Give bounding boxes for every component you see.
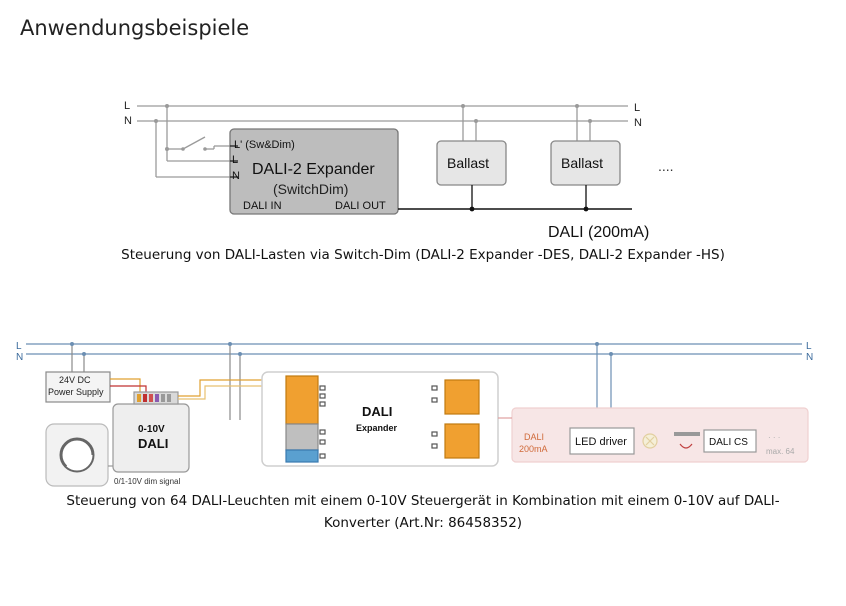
dali-load-area [511, 407, 809, 463]
terminal-lsw-label: L' (Sw&Dim) [234, 139, 295, 151]
diagram-0-10v: L N L N 24V DC Power Supply [16, 341, 813, 487]
terminal-l-label: L [232, 154, 238, 166]
bus2-label-n-right: N [806, 352, 813, 363]
dali-bus-label: DALI (200mA) [548, 224, 649, 241]
expander-subtitle: (SwitchDim) [273, 181, 348, 197]
page-heading: Anwendungsbeispiele [20, 16, 250, 40]
power-supply-label-1: 24V DC [59, 375, 91, 385]
terminal-n-label: N [232, 170, 240, 182]
expander-output-terminals-1 [444, 379, 480, 415]
expander-box [229, 128, 399, 215]
dali-cs-label: DALI CS [709, 437, 748, 448]
diagram2-caption-line-2: Konverter (Art.Nr: 86458352) [323, 515, 523, 531]
switch-contact [182, 136, 206, 150]
bus-label-l-right: L [634, 102, 640, 114]
sensor-icon [674, 432, 700, 436]
bus-label-l-left: L [124, 100, 130, 112]
dali-out-label: DALI OUT [335, 200, 386, 212]
dali-current-label-2: 200mA [519, 444, 548, 454]
power-supply-box [45, 371, 111, 403]
controller-label-2: DALI [138, 436, 168, 451]
bus-label-n-left: N [124, 115, 132, 127]
bus-label-n-right: N [634, 117, 642, 129]
ballast-label-2: Ballast [561, 155, 603, 171]
dali-current-label-1: DALI [524, 432, 544, 442]
diagram1-caption: Steuerung von DALI-Lasten via Switch-Dim… [121, 247, 725, 263]
expander-output-terminals-2 [444, 423, 480, 459]
dali-in-label: DALI IN [243, 200, 282, 212]
bus2-label-l-right: L [806, 341, 812, 352]
expander-input-terminals [285, 375, 319, 425]
controller-label-1: 0-10V [138, 424, 165, 435]
diagram-switchdim: L N L N L' (Sw&Dim) L N DALI-2 Expander … [124, 100, 674, 241]
expander-module-title-1: DALI [362, 404, 392, 419]
dim-signal-label: 0/1-10V dim signal [114, 477, 180, 486]
more-ballasts-ellipsis: .... [658, 158, 674, 174]
bus2-label-n-left: N [16, 352, 23, 363]
expander-module [261, 371, 499, 467]
bus2-label-l-left: L [16, 341, 22, 352]
ballast-label-1: Ballast [447, 155, 489, 171]
led-driver-label: LED driver [575, 436, 627, 448]
diagram2-caption-line-1: Steuerung von 64 DALI-Leuchten mit einem… [66, 493, 780, 509]
more-devices-ellipsis: · · · [768, 433, 780, 442]
dali-cs-box [703, 429, 757, 453]
power-supply-label-2: Power Supply [48, 387, 104, 397]
led-driver-box [569, 427, 635, 455]
expander-title: DALI-2 Expander [252, 161, 375, 178]
max-devices-label: max. 64 [766, 447, 795, 456]
expander-module-title-2: Expander [356, 423, 398, 433]
